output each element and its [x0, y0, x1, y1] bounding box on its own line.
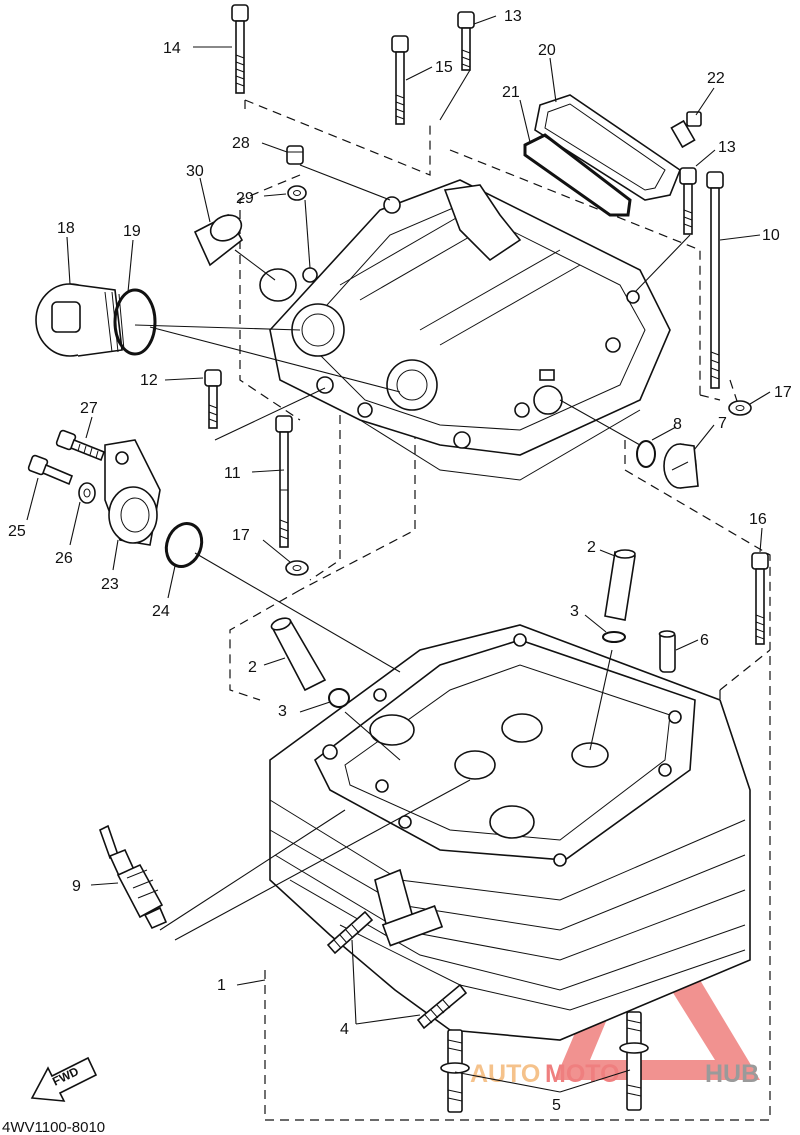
callout-15: 15: [435, 59, 453, 76]
fwd-arrow: FWD: [30, 1056, 98, 1102]
callout-17-right: 17: [774, 384, 792, 401]
spark-plug-9: [99, 824, 168, 930]
o-ring-24: [164, 522, 204, 568]
callout-3-right: 3: [570, 603, 579, 620]
breather-cover-20: [534, 94, 681, 201]
callout-5: 5: [552, 1097, 561, 1114]
bolt-11: [275, 415, 293, 548]
callout-23: 23: [101, 576, 119, 593]
bolt-25: [27, 454, 74, 486]
watermark-text-hub: HUB: [705, 1060, 759, 1088]
callout-7: 7: [718, 415, 727, 432]
callout-8: 8: [673, 416, 682, 433]
cylinder-head: [269, 624, 751, 1041]
callout-26: 26: [55, 550, 73, 567]
bolt-12: [204, 369, 222, 429]
bolt-10: [706, 171, 724, 389]
circlip-3-right: [602, 631, 626, 643]
bolt-13-right: [679, 167, 697, 235]
callout-25: 25: [8, 523, 26, 540]
callout-28: 28: [232, 135, 250, 152]
callout-9: 9: [72, 878, 81, 895]
bolt-16: [751, 552, 769, 645]
washer-26: [78, 482, 96, 504]
washer-29: [287, 185, 307, 201]
callout-22: 22: [707, 70, 725, 87]
callout-17-left: 17: [232, 527, 250, 544]
gasket-21: [523, 133, 632, 217]
stud-4-left: [326, 910, 374, 955]
holder-23: [104, 439, 161, 546]
watermark-triangle-logo: [555, 880, 760, 1080]
callout-13-right: 13: [718, 139, 736, 156]
valve-guide-2-right: [604, 549, 636, 621]
washer-17-right: [728, 400, 752, 416]
callout-2-left: 2: [248, 659, 257, 676]
watermark-text-moto: MOTO: [545, 1060, 620, 1088]
callout-3-left: 3: [278, 703, 287, 720]
cap-18: [35, 283, 125, 357]
bolt-27: [55, 429, 106, 462]
part-code: 4WV1100-8010: [2, 1119, 105, 1135]
callout-14: 14: [163, 40, 181, 57]
stud-4-right: [416, 983, 468, 1030]
callout-24: 24: [152, 603, 170, 620]
valve-guide-2-left: [270, 617, 327, 692]
callout-12: 12: [140, 372, 158, 389]
callout-27: 27: [80, 400, 98, 417]
callout-29: 29: [236, 190, 254, 207]
callout-4: 4: [340, 1021, 349, 1038]
dowel-6: [658, 630, 676, 673]
screw-22: [670, 111, 702, 149]
circlip-3-left: [328, 688, 350, 708]
stud-5-right: [619, 1011, 649, 1111]
leader-lines: [26, 15, 771, 1093]
o-ring-8: [636, 440, 656, 468]
callout-2-right: 2: [587, 539, 596, 556]
plug-28: [286, 145, 304, 165]
callout-13-top: 13: [504, 8, 522, 25]
bolt-14: [231, 4, 249, 94]
callout-1: 1: [217, 977, 226, 994]
callout-18: 18: [57, 220, 75, 237]
head-cover: [259, 179, 671, 481]
washer-17-left: [285, 560, 309, 576]
bolt-13-upper: [457, 11, 475, 71]
assembly-dashed-lines: [229, 99, 771, 1121]
watermark-text-auto: AUTO: [470, 1060, 540, 1088]
plug-7: [663, 443, 699, 489]
callout-21: 21: [502, 84, 520, 101]
callout-10: 10: [762, 227, 780, 244]
callout-6: 6: [700, 632, 709, 649]
callout-16: 16: [749, 511, 767, 528]
callout-30: 30: [186, 163, 204, 180]
collar-30: [193, 213, 244, 267]
callout-11: 11: [224, 465, 241, 482]
o-ring-19: [113, 288, 157, 356]
bolt-15: [391, 35, 409, 125]
callout-19: 19: [123, 223, 141, 240]
callout-20: 20: [538, 42, 556, 59]
callout-labels: 14 13 15 20 22 21 28 13 30 29 10 18 19 1…: [8, 8, 792, 1114]
stud-5-left: [440, 1029, 470, 1113]
